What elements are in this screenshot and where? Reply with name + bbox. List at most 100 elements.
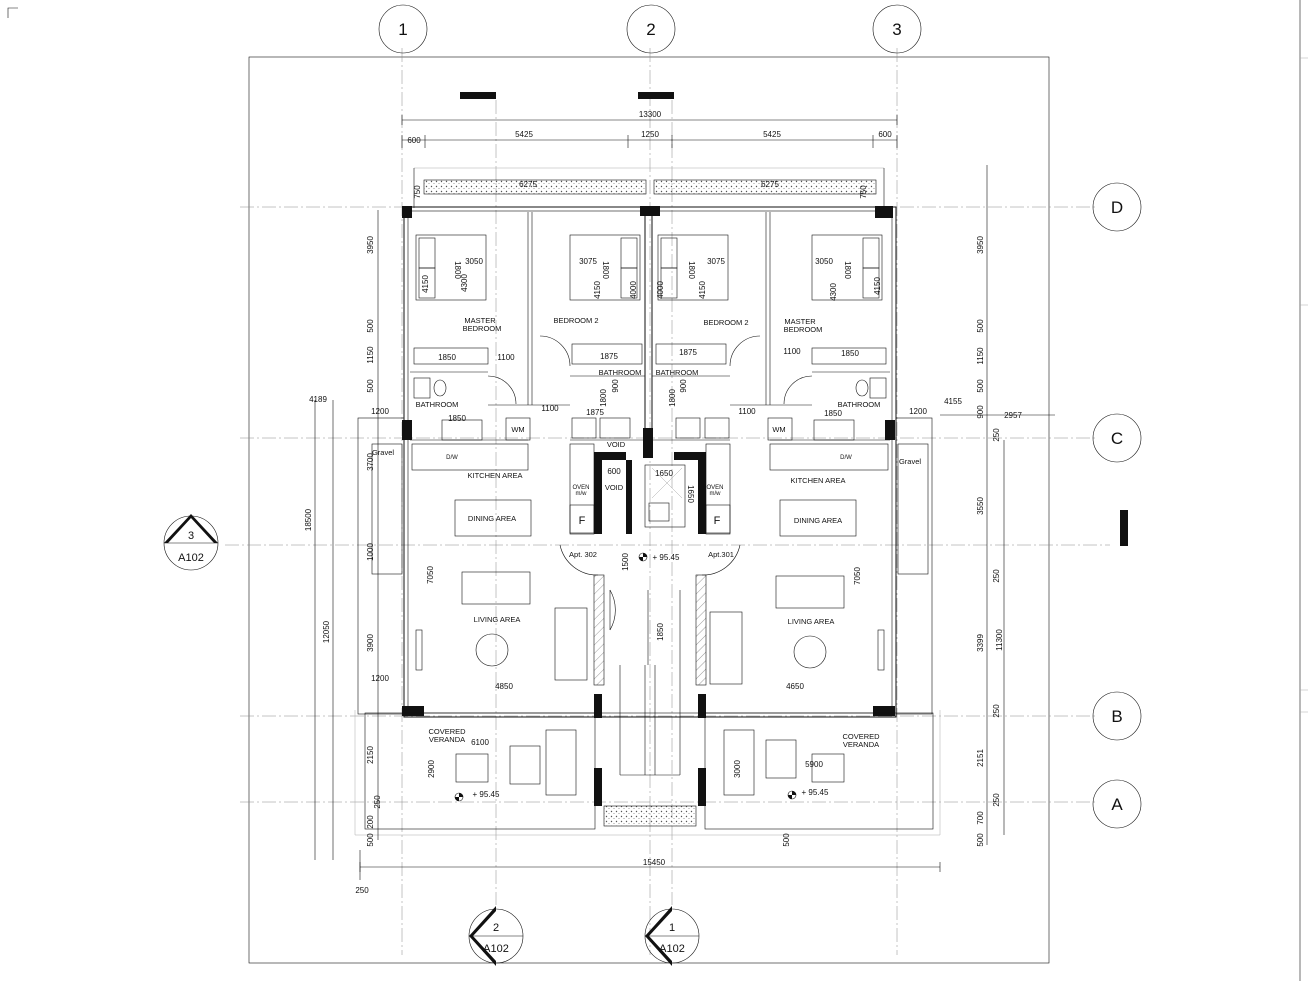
dim-wardrobe-1875-right: 1875 bbox=[679, 348, 697, 357]
label-dining-right: DINING AREA bbox=[794, 516, 842, 525]
dim-mb-3050-left: 3050 bbox=[465, 257, 483, 266]
dim-veranda-500: 500 bbox=[782, 833, 791, 847]
label-master-bedroom-left-2: BEDROOM bbox=[463, 324, 502, 333]
grid-bubble-D: D bbox=[1092, 182, 1142, 232]
dim-right-3550: 3550 bbox=[976, 497, 985, 515]
section-cut-right bbox=[1120, 510, 1128, 546]
living-furniture bbox=[415, 544, 885, 685]
grid-axes bbox=[225, 48, 1110, 955]
dim-dining-living-7050-left: 7050 bbox=[426, 566, 435, 584]
label-wm-right: WM bbox=[772, 425, 785, 434]
dim-planter-right: 6275 bbox=[761, 180, 779, 189]
section-ref-left-sheet: A102 bbox=[178, 552, 204, 564]
dim-veranda-5900: 5900 bbox=[805, 760, 823, 769]
grid-label-1: 1 bbox=[398, 20, 407, 39]
label-veranda-left-2: VERANDA bbox=[429, 735, 465, 744]
dining-table-right bbox=[779, 499, 857, 537]
grid-bubble-A: A bbox=[1092, 779, 1142, 829]
grid-label-B: B bbox=[1111, 707, 1122, 726]
section-ref-bottom-left-sheet: A102 bbox=[483, 943, 509, 955]
grid-bubble-B: B bbox=[1092, 691, 1142, 741]
dim-left-500-b: 500 bbox=[366, 379, 375, 393]
label-dw-left: D/W bbox=[446, 455, 458, 461]
dim-mb-1800-left: 1800 bbox=[453, 261, 462, 279]
dim-left-12050: 12050 bbox=[322, 620, 331, 643]
dim-overall-bottom: 15450 bbox=[643, 858, 666, 867]
dim-right-3950: 3950 bbox=[976, 236, 985, 254]
label-veranda-left-1: COVERED bbox=[428, 727, 466, 736]
dim-left-500-a: 500 bbox=[366, 319, 375, 333]
dim-planter-left: 6275 bbox=[519, 180, 537, 189]
dim-bath-1100-left: 1100 bbox=[541, 404, 559, 413]
dim-mb-4300-left: 4300 bbox=[460, 274, 469, 292]
dim-bath-1850-right: 1850 bbox=[824, 409, 842, 418]
label-bathroom-left-outer: BATHROOM bbox=[416, 400, 459, 409]
label-microwave-left: m/w bbox=[576, 491, 588, 497]
label-living-right: LIVING AREA bbox=[788, 617, 835, 626]
section-ref-bottom-right-sheet: A102 bbox=[659, 943, 685, 955]
label-gravel-left: Gravel bbox=[372, 448, 394, 457]
dim-bottom-250: 250 bbox=[355, 886, 369, 895]
dim-b2-3075-left: 3075 bbox=[579, 257, 597, 266]
central-core bbox=[593, 428, 707, 827]
section-ref-left: 3 A102 bbox=[163, 514, 219, 571]
dim-core-600: 600 bbox=[607, 467, 621, 476]
dim-bath-1850-left: 1850 bbox=[448, 414, 466, 423]
dim-b2-3075-right: 3075 bbox=[707, 257, 725, 266]
grid-bubble-2: 2 bbox=[626, 4, 676, 54]
structural-columns bbox=[402, 206, 895, 716]
level-marker-core bbox=[638, 552, 648, 562]
section-ref-bottom-right-number: 1 bbox=[669, 922, 675, 934]
dim-right-900: 900 bbox=[976, 405, 985, 419]
section-ref-bottom-right: 1 A102 bbox=[644, 906, 700, 966]
dim-left-1200-b: 1200 bbox=[371, 674, 389, 683]
section-ref-left-number: 3 bbox=[188, 530, 194, 542]
label-fridge-right: F bbox=[714, 515, 721, 527]
dim-right-2151: 2151 bbox=[976, 749, 985, 767]
dimension-chain-top bbox=[401, 115, 898, 148]
dim-veranda-2900: 2900 bbox=[427, 760, 436, 778]
dim-living-4650: 4650 bbox=[786, 682, 804, 691]
dim-b2-1800-left: 1800 bbox=[601, 261, 610, 279]
dim-mb-4150-right: 4150 bbox=[873, 277, 882, 295]
dim-left-3950: 3950 bbox=[366, 236, 375, 254]
label-level-right: + 95.45 bbox=[802, 788, 829, 797]
veranda-furniture bbox=[455, 729, 845, 796]
planter-right bbox=[653, 179, 877, 195]
dim-top-600-left: 600 bbox=[407, 136, 421, 145]
dim-top-5425-right: 5425 bbox=[763, 130, 781, 139]
dim-bath-1100-right: 1100 bbox=[738, 407, 756, 416]
label-veranda-right-1: COVERED bbox=[842, 732, 880, 741]
dim-right-11300: 11300 bbox=[995, 629, 1004, 651]
dim-bath-900-right: 900 bbox=[679, 379, 688, 393]
dim-right-2957: 2957 bbox=[1004, 411, 1022, 420]
bathroom-fixtures bbox=[413, 377, 887, 441]
grid-label-A: A bbox=[1111, 795, 1123, 814]
veranda-outlines bbox=[354, 417, 941, 836]
label-microwave-right: m/w bbox=[710, 491, 722, 497]
label-master-bedroom-right-1: MASTER bbox=[784, 317, 816, 326]
label-kitchen-right: KITCHEN AREA bbox=[790, 476, 845, 485]
label-bedroom2-left: BEDROOM 2 bbox=[553, 316, 598, 325]
label-level-left: + 95.45 bbox=[473, 790, 500, 799]
dim-b2-4150-left: 4150 bbox=[593, 281, 602, 299]
dim-right-250-a: 250 bbox=[992, 428, 1001, 442]
dim-right-4155: 4155 bbox=[944, 397, 962, 406]
section-ref-bottom-left-number: 2 bbox=[493, 922, 499, 934]
dim-750-right: 750 bbox=[859, 185, 868, 199]
dim-right-500-b: 500 bbox=[976, 379, 985, 393]
label-wm-left: WM bbox=[511, 425, 524, 434]
dim-left-3700: 3700 bbox=[366, 453, 375, 471]
label-dw-right: D/W bbox=[840, 455, 852, 461]
dim-mb-4300-right: 4300 bbox=[829, 283, 838, 301]
dim-left-2150: 2150 bbox=[366, 746, 375, 764]
label-bedroom2-right: BEDROOM 2 bbox=[703, 318, 748, 327]
dim-left-1000: 1000 bbox=[366, 543, 375, 561]
label-apartment-301: Apt.301 bbox=[708, 550, 734, 559]
label-dining-left: DINING AREA bbox=[468, 514, 516, 523]
corner-mark bbox=[7, 7, 18, 18]
dim-750-left: 750 bbox=[413, 185, 422, 199]
dim-door-1100-left: 1100 bbox=[497, 353, 515, 362]
dimension-chain-bottom bbox=[359, 862, 941, 872]
